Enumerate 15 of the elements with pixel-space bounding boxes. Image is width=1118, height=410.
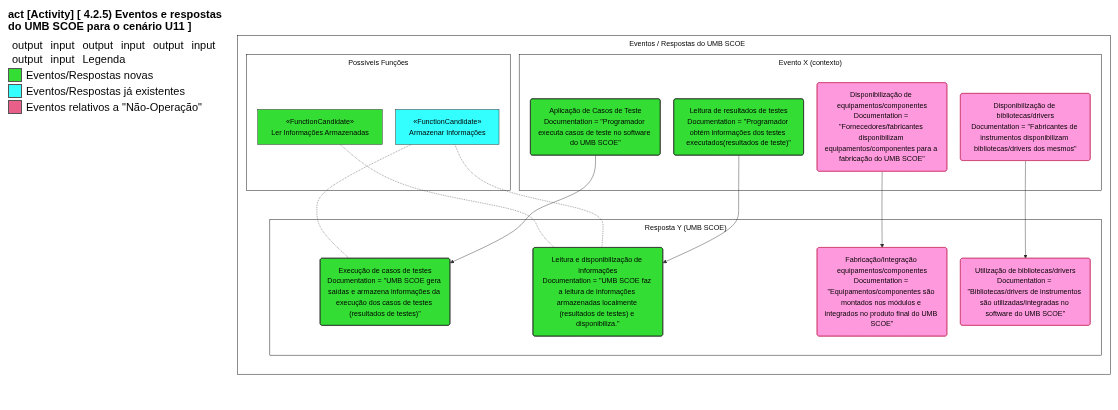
pin-label: input: [191, 39, 216, 51]
pin-label: output: [12, 39, 43, 51]
legend-text: Eventos/Respostas já existentes: [26, 85, 185, 97]
connector: [454, 144, 604, 248]
pin-label: input: [50, 39, 75, 51]
legend-text: Eventos relativos a "Não-Operação": [26, 101, 202, 113]
legend-text: Eventos/Respostas novas: [26, 69, 154, 81]
pin-label: output: [152, 39, 184, 51]
pin-label: input: [121, 39, 145, 51]
diagram-title: act [Activity] [ 4.2.5) Eventos e respostas do UMB SCOE para o cenário U11 ]: [8, 8, 223, 32]
pin-label: output: [12, 53, 43, 65]
pin-label: output: [82, 39, 114, 51]
pin-label: input: [50, 53, 75, 65]
connector: [339, 144, 555, 248]
pin-label: Legenda: [82, 53, 126, 65]
